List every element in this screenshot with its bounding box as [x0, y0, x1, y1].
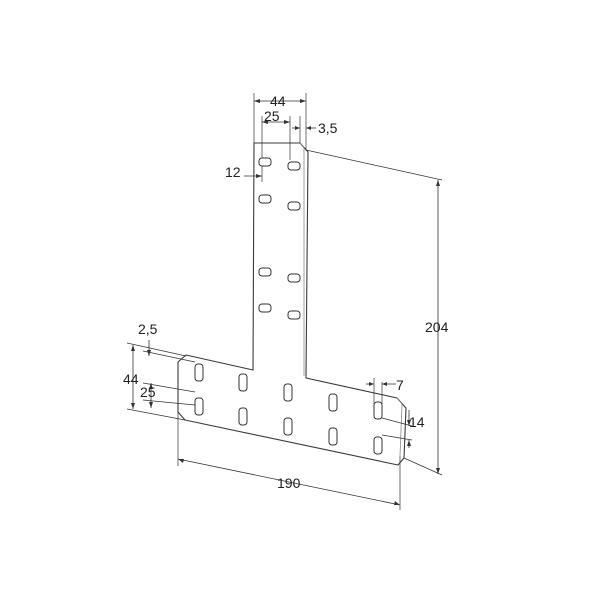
dim-right-slot-offset: 7 — [396, 377, 404, 393]
dim-12-lines — [244, 166, 263, 182]
stem-slot — [287, 161, 301, 171]
dim-base-width: 190 — [277, 475, 301, 491]
base-slot — [283, 383, 293, 402]
left-dimensions — [126, 340, 196, 421]
dim-right-slot-length: 14 — [409, 414, 425, 430]
stem-slots — [258, 157, 301, 320]
dim-base-slot-spacing: 25 — [140, 384, 156, 400]
dim-top-slot-spacing: 25 — [264, 108, 280, 124]
top-dimensions — [253, 93, 316, 160]
base-slot — [373, 436, 383, 455]
t-plate — [177, 142, 407, 466]
stem-slot — [287, 273, 301, 283]
stem-slot — [258, 267, 272, 277]
dim-204-lines — [305, 149, 443, 476]
base-slot — [328, 427, 338, 446]
base-slot — [194, 363, 204, 382]
stem-slot — [258, 157, 272, 167]
base-slot — [238, 373, 248, 392]
base-slot — [194, 397, 204, 416]
stem-slot — [258, 194, 272, 204]
stem-slot — [287, 201, 301, 211]
plate-outline — [177, 142, 407, 466]
dim-190-lines — [177, 412, 401, 510]
dim-top-width: 44 — [270, 93, 286, 109]
stem-slot — [258, 303, 272, 313]
dim-top-edge-offset: 3,5 — [318, 120, 338, 136]
dim-top-slot-drop: 12 — [225, 164, 241, 180]
dim-height: 204 — [425, 319, 449, 335]
dim-base-height: 44 — [123, 371, 139, 387]
base-slots — [194, 363, 383, 455]
base-slot — [328, 393, 338, 412]
base-slot — [283, 417, 293, 436]
stem-slot — [287, 310, 301, 320]
plate-thickness-edge — [299, 142, 403, 457]
right-dimensions — [366, 378, 413, 448]
dim-left-edge-offset: 2,5 — [138, 321, 158, 337]
base-slot — [373, 401, 383, 420]
base-slot — [238, 407, 248, 426]
